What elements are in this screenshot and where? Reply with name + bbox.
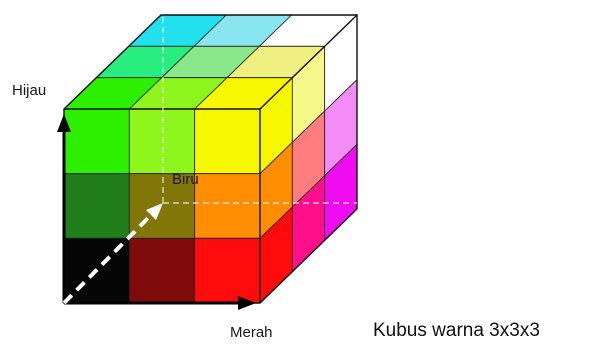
green-axis-arrow xyxy=(57,114,71,303)
front-cell xyxy=(194,237,261,304)
front-cell xyxy=(194,108,261,175)
front-cell xyxy=(194,173,261,239)
front-cell xyxy=(128,237,196,304)
hidden-edges xyxy=(162,14,357,204)
red-axis-arrow xyxy=(64,296,256,310)
blue-axis-label: Biru xyxy=(172,171,199,188)
figure-caption: Kubus warna 3x3x3 xyxy=(373,320,540,341)
front-cell xyxy=(63,108,130,175)
blue-axis-arrow xyxy=(62,203,163,305)
green-axis-label: Hijau xyxy=(12,82,46,99)
front-cell xyxy=(63,173,130,239)
front-cell xyxy=(128,108,196,175)
red-axis-label: Merah xyxy=(230,324,273,341)
